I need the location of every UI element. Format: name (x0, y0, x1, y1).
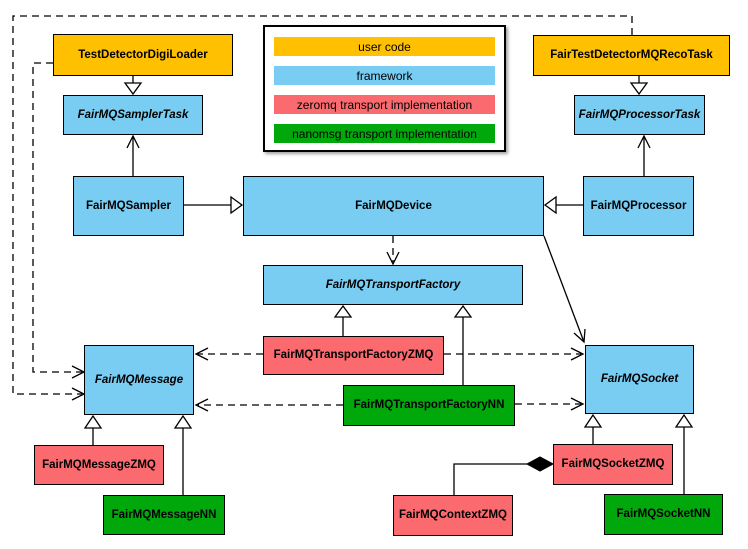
edge-recotask-extends-processortask (629, 76, 649, 96)
node-fairmqsocketzmq: FairMQSocketZMQ (553, 444, 673, 485)
node-fairmqprocessortask: FairMQProcessorTask (574, 95, 705, 135)
node-fairtestdetectormqrecotask: FairTestDetectorMQRecoTask (533, 35, 730, 76)
node-fairmqmessage: FairMQMessage (84, 345, 194, 415)
node-testdetectordigiloader: TestDetectorDigiLoader (53, 34, 233, 76)
edge-factorynn-depends-socket (515, 397, 585, 411)
node-fairmqmessagenn: FairMQMessageNN (103, 495, 225, 535)
edge-factorynn-depends-message (194, 398, 343, 412)
edge-sampler-extends-device (184, 195, 244, 215)
edge-socketnn-extends-socket (674, 413, 694, 494)
node-fairmqsocketnn: FairMQSocketNN (604, 494, 723, 535)
edge-device-depends-factory (386, 236, 400, 266)
node-fairmqtransportfactory: FairMQTransportFactory (263, 265, 523, 305)
edge-digiloader-extends-samplertask (123, 76, 143, 96)
edge-factorynn-extends-factory (453, 304, 473, 385)
node-fairmqtransportfactoryzmq: FairMQTransportFactoryZMQ (263, 336, 444, 375)
legend-item-zeromq: zeromq transport implementation (274, 95, 495, 114)
legend: user code framework zeromq transport imp… (263, 25, 506, 152)
edge-sampler-uses-samplertask (126, 134, 140, 176)
edge-messagezmq-extends-message (83, 414, 103, 445)
edge-socketzmq-extends-socket (583, 413, 603, 444)
edge-contextzmq-composition-socketzmq (453, 456, 555, 495)
legend-item-framework: framework (274, 66, 495, 85)
legend-item-user-code: user code (274, 37, 495, 56)
edge-device-uses-socket (543, 235, 586, 344)
edge-factoryzmq-depends-socket (444, 347, 585, 361)
node-fairmqcontextzmq: FairMQContextZMQ (393, 495, 513, 536)
node-fairmqsamplertask: FairMQSamplerTask (63, 95, 203, 135)
node-fairmqprocessor: FairMQProcessor (583, 176, 694, 236)
edge-factoryzmq-extends-factory (333, 304, 353, 336)
legend-item-nanomsg: nanomsg transport implementation (274, 124, 495, 143)
node-fairmqsampler: FairMQSampler (73, 176, 184, 236)
edge-messagenn-extends-message (173, 414, 193, 495)
edge-processor-uses-processortask (637, 134, 651, 176)
node-fairmqmessagezmq: FairMQMessageZMQ (34, 445, 164, 485)
edge-processor-extends-device (543, 195, 583, 215)
node-fairmqdevice: FairMQDevice (243, 176, 544, 236)
edge-factoryzmq-depends-message (194, 347, 263, 361)
node-fairmqsocket: FairMQSocket (585, 345, 694, 414)
node-fairmqtransportfactorynn: FairMQTransportFactoryNN (343, 385, 515, 426)
